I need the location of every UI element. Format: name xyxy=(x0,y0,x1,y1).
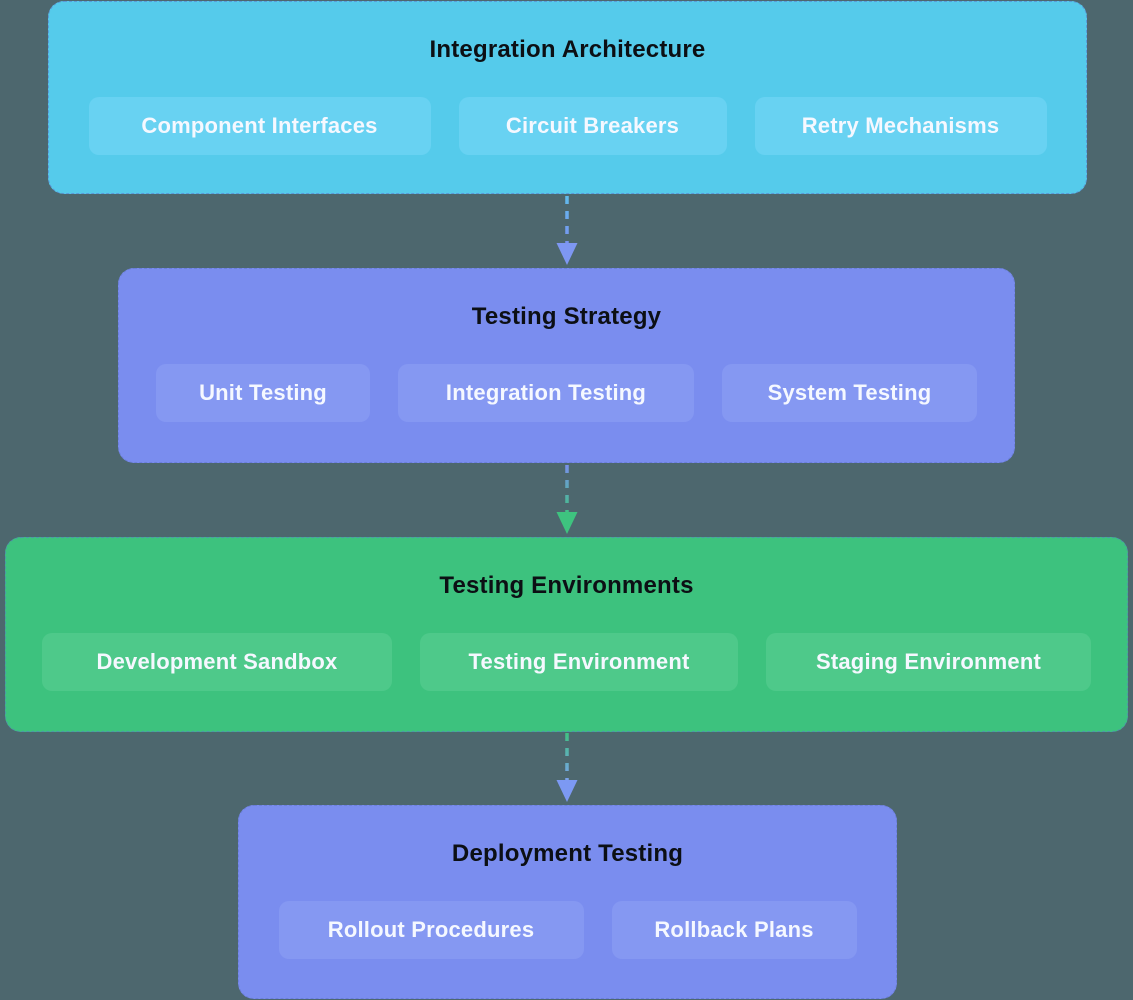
chip-row: Development Sandbox Testing Environment … xyxy=(42,633,1091,691)
chip-row: Unit Testing Integration Testing System … xyxy=(156,364,977,422)
chip-row: Component Interfaces Circuit Breakers Re… xyxy=(88,97,1047,155)
flow-node-testing-environments: Testing Environments Development Sandbox… xyxy=(5,537,1128,732)
flow-node-deployment-testing: Deployment Testing Rollout Procedures Ro… xyxy=(238,805,897,999)
chip-development-sandbox: Development Sandbox xyxy=(42,633,392,691)
connector-arrow-2 xyxy=(556,465,578,534)
chip-staging-environment: Staging Environment xyxy=(766,633,1091,691)
chip-integration-testing: Integration Testing xyxy=(398,364,694,422)
node-title: Testing Environments xyxy=(439,572,694,599)
chip-rollback-plans: Rollback Plans xyxy=(611,901,857,959)
node-title: Deployment Testing xyxy=(451,840,684,867)
chip-retry-mechanisms: Retry Mechanisms xyxy=(754,97,1047,155)
chip-testing-environment: Testing Environment xyxy=(420,633,738,691)
connector-arrow-3 xyxy=(556,733,578,802)
chip-circuit-breakers: Circuit Breakers xyxy=(458,97,727,155)
chip-component-interfaces: Component Interfaces xyxy=(88,97,431,155)
chip-row: Rollout Procedures Rollback Plans xyxy=(278,901,857,959)
connector-arrow-1 xyxy=(556,196,578,265)
chip-rollout-procedures: Rollout Procedures xyxy=(278,901,584,959)
arrow-down-head-icon xyxy=(556,780,578,802)
arrow-down-head-icon xyxy=(556,243,578,265)
flow-node-integration-architecture: Integration Architecture Component Inter… xyxy=(48,1,1087,194)
chip-unit-testing: Unit Testing xyxy=(156,364,370,422)
node-title: Testing Strategy xyxy=(471,303,662,330)
flow-node-testing-strategy: Testing Strategy Unit Testing Integratio… xyxy=(118,268,1015,463)
node-title: Integration Architecture xyxy=(429,36,706,63)
arrow-down-head-icon xyxy=(556,512,578,534)
chip-system-testing: System Testing xyxy=(722,364,977,422)
